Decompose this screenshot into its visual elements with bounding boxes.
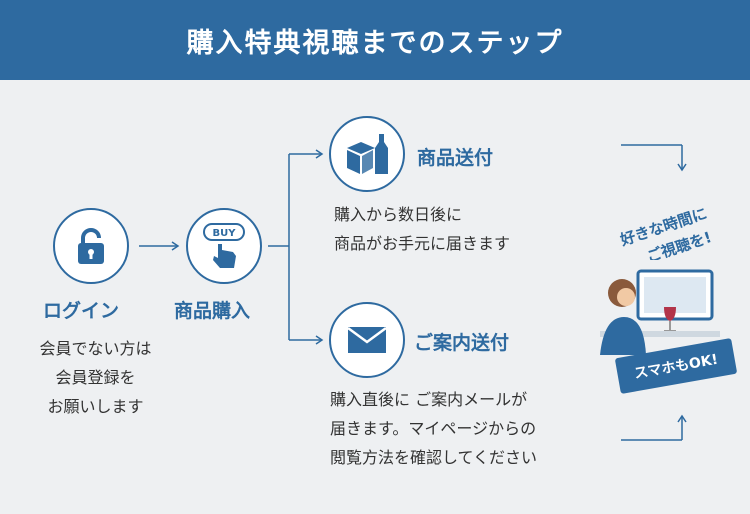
delivery-title: 商品送付 bbox=[417, 147, 494, 169]
purchase-step-circle: BUY bbox=[186, 208, 262, 284]
guide-desc-line: 購入直後に ご案内メールが bbox=[330, 390, 528, 409]
purchase-title: 商品購入 bbox=[174, 300, 251, 322]
guide-desc-line: 閲覧方法を確認してください bbox=[330, 448, 538, 467]
login-title: ログイン bbox=[43, 300, 120, 322]
login-step-circle bbox=[53, 208, 129, 284]
watch-anytime-caption: 好きな時間に ご視聴を! bbox=[617, 204, 714, 260]
badge-label: スマホもOK! bbox=[633, 351, 720, 383]
package-bottle-icon bbox=[347, 134, 388, 174]
buy-button-tap-icon: BUY bbox=[203, 223, 245, 268]
guide-description: 購入直後に ご案内メールが 届きます。マイページからの 閲覧方法を確認してくださ… bbox=[330, 385, 537, 472]
delivery-step-circle bbox=[329, 116, 405, 192]
delivery-desc-line: 商品がお手元に届きます bbox=[334, 234, 511, 253]
page-title-banner: 購入特典視聴までのステップ bbox=[0, 0, 750, 80]
viewer-illustration bbox=[600, 269, 720, 355]
login-desc-line: お願いします bbox=[47, 397, 144, 416]
guide-title: ご案内送付 bbox=[414, 332, 510, 354]
login-description: 会員でない方は 会員登録を お願いします bbox=[8, 334, 183, 421]
page-title: 購入特典視聴までのステップ bbox=[186, 27, 564, 59]
delivery-description: 購入から数日後に 商品がお手元に届きます bbox=[334, 200, 510, 258]
login-desc-line: 会員でない方は bbox=[39, 339, 152, 358]
guide-desc-line: 届きます。マイページからの bbox=[330, 419, 537, 438]
envelope-icon bbox=[347, 326, 387, 353]
login-desc-line: 会員登録を bbox=[55, 368, 136, 387]
buy-label: BUY bbox=[213, 228, 237, 239]
guide-step-circle bbox=[329, 302, 405, 378]
lock-icon bbox=[78, 228, 104, 264]
delivery-desc-line: 購入から数日後に bbox=[334, 205, 463, 224]
wine-glass-icon bbox=[664, 307, 676, 321]
